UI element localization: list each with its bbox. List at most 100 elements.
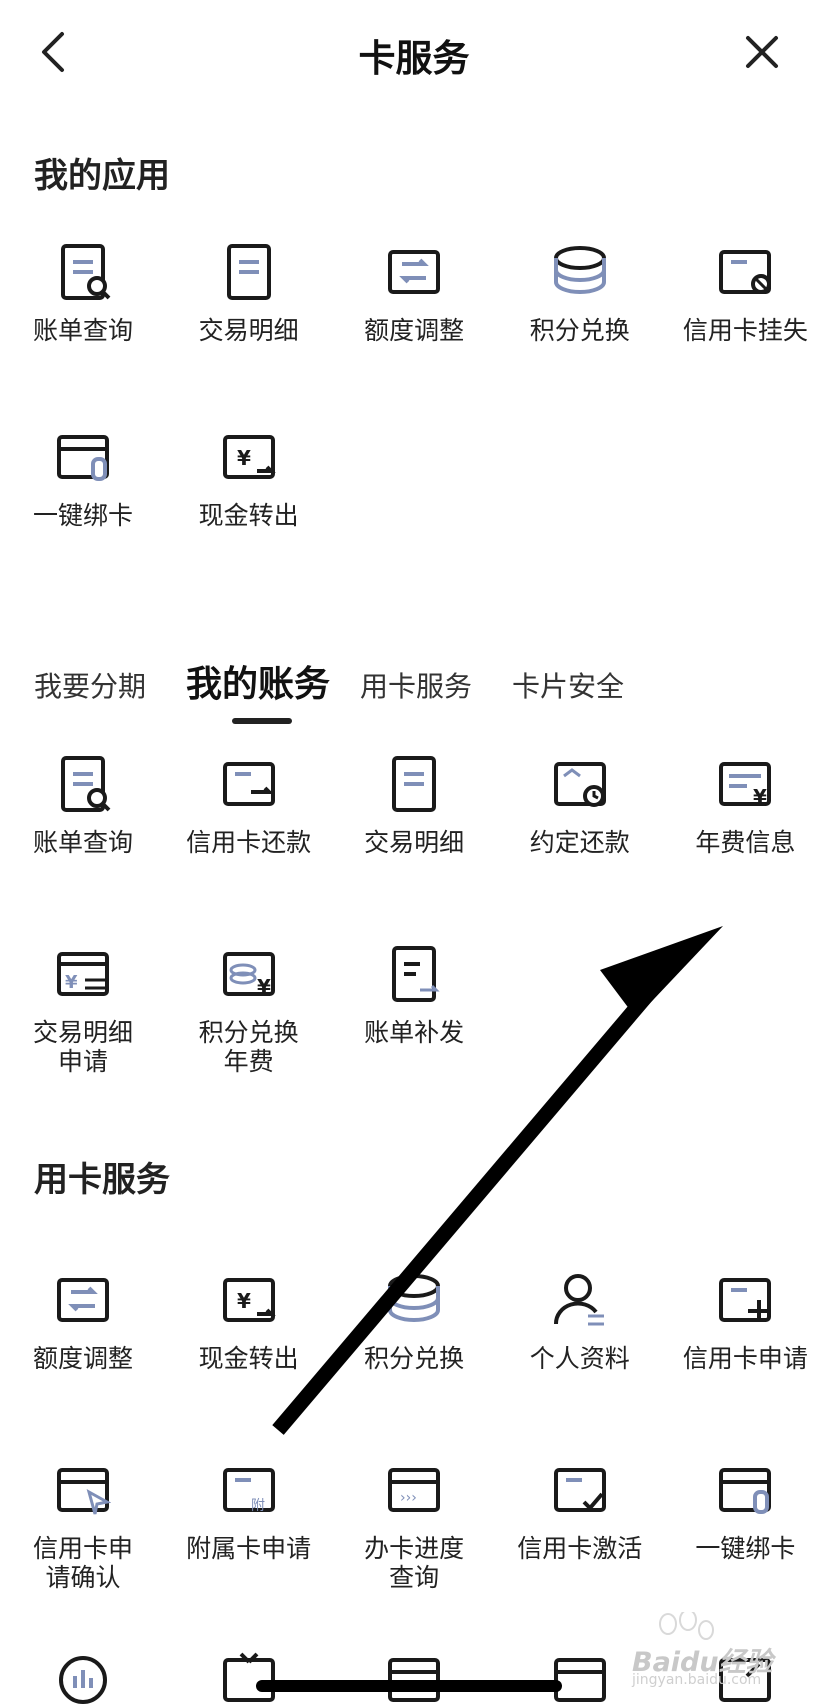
grid-item-label: 交易明细 <box>364 828 465 857</box>
grid-item-label: 信用卡还款 <box>186 828 312 857</box>
grid-item-card-apply[interactable]: 信用卡申请 <box>662 1272 828 1422</box>
top-nav-bar: 卡服务 <box>0 0 828 110</box>
category-tabs: 我要分期 我的账务 用卡服务 卡片安全 <box>0 655 828 725</box>
detail-apply-icon: ¥ <box>57 952 109 996</box>
profile-icon <box>553 1274 604 1326</box>
grid-item-scheduled-repay[interactable]: 约定还款 <box>497 756 663 906</box>
close-icon[interactable] <box>742 32 782 72</box>
annual-fee-icon: ¥ <box>719 762 772 809</box>
grid-item-limit-adjust[interactable]: 额度调整 <box>0 1272 166 1422</box>
grid-item-bill-search[interactable]: 账单查询 <box>0 756 166 906</box>
grid-item-label: 额度调整 <box>364 316 465 345</box>
apply-progress-icon: ››› <box>388 1468 441 1512</box>
grid-item-partial[interactable] <box>662 1652 828 1706</box>
grid-item-apply-progress[interactable]: ››› 办卡进度 查询 <box>331 1462 497 1612</box>
grid-item-label: 现金转出 <box>198 501 299 530</box>
card-lost-icon <box>719 250 772 294</box>
limit-adjust-icon <box>57 1278 109 1322</box>
card-person-icon <box>553 1658 606 1702</box>
bind-card-icon <box>57 435 109 481</box>
grid-item-partial[interactable] <box>166 1652 332 1706</box>
active-tab-indicator <box>232 718 292 724</box>
card-apply-icon <box>719 1278 772 1322</box>
grid-item-points-fee[interactable]: ¥ 积分兑换 年费 <box>166 946 332 1096</box>
grid-item-label: 账单查询 <box>32 828 133 857</box>
bill-search-icon <box>61 244 111 300</box>
grid-item-label: 办卡进度 查询 <box>364 1534 465 1592</box>
grid-item-apply-confirm[interactable]: 信用卡申 请确认 <box>0 1462 166 1612</box>
grid-item-annual-fee[interactable]: ¥ 年费信息 <box>662 756 828 906</box>
grid-item-label: 个人资料 <box>529 1344 630 1373</box>
cash-transfer-icon: ¥ <box>222 1278 276 1322</box>
tab-card-security[interactable]: 卡片安全 <box>512 670 625 703</box>
grid-item-label: 年费信息 <box>695 828 796 857</box>
grid-item-bill-search[interactable]: 账单查询 <box>0 244 166 394</box>
page-title: 卡服务 <box>358 37 470 80</box>
back-arrow-icon[interactable] <box>34 30 78 74</box>
grid-item-label: 附属卡申请 <box>186 1534 312 1563</box>
grid-item-label: 交易明细 <box>198 316 299 345</box>
grid-item-label: 约定还款 <box>529 828 630 857</box>
points-exchange-icon <box>388 1274 441 1322</box>
section-title-card-service: 用卡服务 <box>34 1160 170 1200</box>
grid-item-cash-transfer[interactable]: ¥ 现金转出 <box>166 1272 332 1422</box>
card-edit-icon <box>719 1658 772 1702</box>
cash-transfer-icon: ¥ <box>222 435 276 479</box>
grid-item-supplementary-card[interactable]: 附附属卡申请 <box>166 1462 332 1612</box>
tab-installment[interactable]: 我要分期 <box>34 670 147 703</box>
annotation-arrow-head <box>600 926 723 1018</box>
card-palette-icon <box>388 1658 441 1702</box>
tab-my-account[interactable]: 我的账务 <box>186 664 331 705</box>
points-exchange-icon <box>553 246 606 294</box>
grid-item-label: 积分兑换 年费 <box>198 1018 299 1076</box>
grid-item-label: 积分兑换 <box>529 316 630 345</box>
transaction-detail-icon <box>392 756 437 812</box>
grid-item-transaction-detail[interactable]: 交易明细 <box>166 244 332 394</box>
watermark-text: Baidu经验 <box>632 1647 773 1678</box>
tab-card-service[interactable]: 用卡服务 <box>360 670 473 703</box>
grid-item-detail-apply[interactable]: ¥交易明细 申请 <box>0 946 166 1096</box>
grid-item-label: 现金转出 <box>198 1344 299 1373</box>
svg-text:¥: ¥ <box>237 446 251 470</box>
grid-item-label: 一键绑卡 <box>695 1534 796 1563</box>
grid-item-partial[interactable] <box>0 1652 166 1706</box>
grid-item-bill-reissue[interactable]: 账单补发 <box>331 946 497 1096</box>
grid-item-profile[interactable]: 个人资料 <box>497 1272 663 1422</box>
grid-item-transaction-detail[interactable]: 交易明细 <box>331 756 497 906</box>
grid-item-cash-transfer[interactable]: ¥ 现金转出 <box>166 429 332 579</box>
points-fee-icon: ¥ <box>222 952 275 999</box>
grid-item-partial[interactable] <box>331 1652 497 1706</box>
grid-item-label: 信用卡申 请确认 <box>32 1534 133 1592</box>
grid-item-points-exchange[interactable]: 积分兑换 <box>497 244 663 394</box>
supplementary-card-icon: 附 <box>222 1468 275 1514</box>
grid-item-label: 额度调整 <box>32 1344 133 1373</box>
grid-item-bind-card[interactable]: 一键绑卡 <box>0 429 166 579</box>
card-repay-icon <box>222 762 275 806</box>
svg-text:¥: ¥ <box>237 1289 251 1313</box>
grid-item-limit-adjust[interactable]: 额度调整 <box>331 244 497 394</box>
grid-item-label: 一键绑卡 <box>32 501 133 530</box>
grid-item-label: 积分兑换 <box>364 1344 465 1373</box>
watermark-subtext: jingyan.baidu.com <box>632 1672 762 1688</box>
grid-item-bind-card[interactable]: 一键绑卡 <box>662 1462 828 1612</box>
grid-item-points-exchange[interactable]: 积分兑换 <box>331 1272 497 1422</box>
apply-confirm-icon <box>57 1468 111 1515</box>
grid-item-label: 信用卡激活 <box>517 1534 643 1563</box>
svg-text:›››: ››› <box>400 1490 417 1506</box>
grid-item-card-repay[interactable]: 信用卡还款 <box>166 756 332 906</box>
baidu-paw-logo <box>659 1612 714 1640</box>
bill-search-icon <box>61 756 111 812</box>
svg-text:¥: ¥ <box>753 785 767 809</box>
gift-card-icon <box>222 1652 275 1702</box>
section-title-my-apps: 我的应用 <box>34 156 170 196</box>
grid-item-card-activate[interactable]: 信用卡激活 <box>497 1462 663 1612</box>
grid-item-label: 信用卡申请 <box>682 1344 808 1373</box>
limit-adjust-icon <box>388 250 441 294</box>
transaction-detail-icon <box>226 244 271 300</box>
svg-text:附: 附 <box>251 1498 265 1514</box>
stats-search-icon <box>59 1656 107 1704</box>
bill-reissue-icon <box>392 946 440 1002</box>
card-activate-icon <box>553 1468 606 1512</box>
grid-item-label: 信用卡挂失 <box>682 316 808 345</box>
grid-item-card-lost[interactable]: 信用卡挂失 <box>662 244 828 394</box>
